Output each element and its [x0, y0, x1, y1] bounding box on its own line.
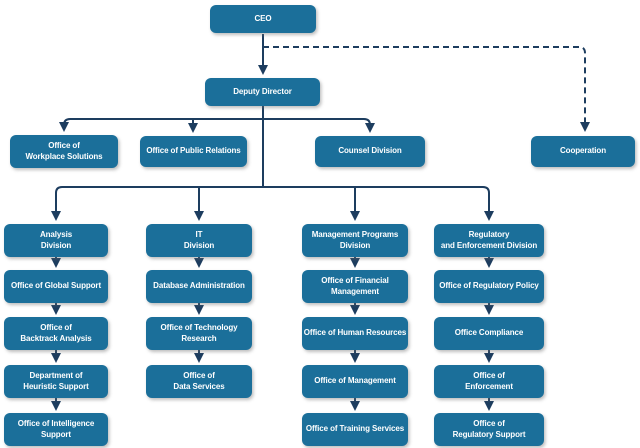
- node-analysis-division: Analysis Division: [4, 224, 108, 257]
- node-database-administration: Database Administration: [146, 270, 252, 303]
- node-global-support: Office of Global Support: [4, 270, 108, 303]
- node-technology-research: Office of Technology Research: [146, 317, 252, 350]
- edge-deputy-regulatory: [263, 186, 494, 221]
- node-data-services: Office of Data Services: [146, 365, 252, 398]
- node-public-relations: Office of Public Relations: [140, 136, 247, 167]
- node-intelligence-support: Office of Intelligence Support: [4, 413, 108, 446]
- node-training-services: Office of Training Services: [302, 413, 408, 446]
- node-workplace-solutions: Office of Workplace Solutions: [10, 135, 118, 168]
- node-office-of-management: Office of Management: [302, 365, 408, 398]
- node-counsel-division: Counsel Division: [315, 136, 425, 167]
- node-cooperation: Cooperation: [531, 136, 635, 167]
- node-enforcement: Office of Enforcement: [434, 365, 544, 398]
- edge-deputy-counsel: [263, 118, 375, 133]
- node-regulatory-policy: Office of Regulatory Policy: [434, 270, 544, 303]
- node-financial-management: Office of Financial Management: [302, 270, 408, 303]
- node-backtrack-analysis: Office of Backtrack Analysis: [4, 317, 108, 350]
- node-regulatory-enforcement-division: Regulatory and Enforcement Division: [434, 224, 544, 257]
- node-it-division: IT Division: [146, 224, 252, 257]
- node-deputy-director: Deputy Director: [205, 78, 320, 106]
- edge-deputy-workplace: [59, 118, 263, 132]
- edge-deputy-analysis: [51, 186, 263, 221]
- node-ceo: CEO: [210, 5, 316, 33]
- edge-ceo-cooperation: [263, 46, 590, 132]
- node-office-compliance: Office Compliance: [434, 317, 544, 350]
- node-heuristic-support: Department of Heuristic Support: [4, 365, 108, 398]
- node-human-resources: Office of Human Resources: [302, 317, 408, 350]
- node-regulatory-support: Office of Regulatory Support: [434, 413, 544, 446]
- node-management-programs-division: Management Programs Division: [302, 224, 408, 257]
